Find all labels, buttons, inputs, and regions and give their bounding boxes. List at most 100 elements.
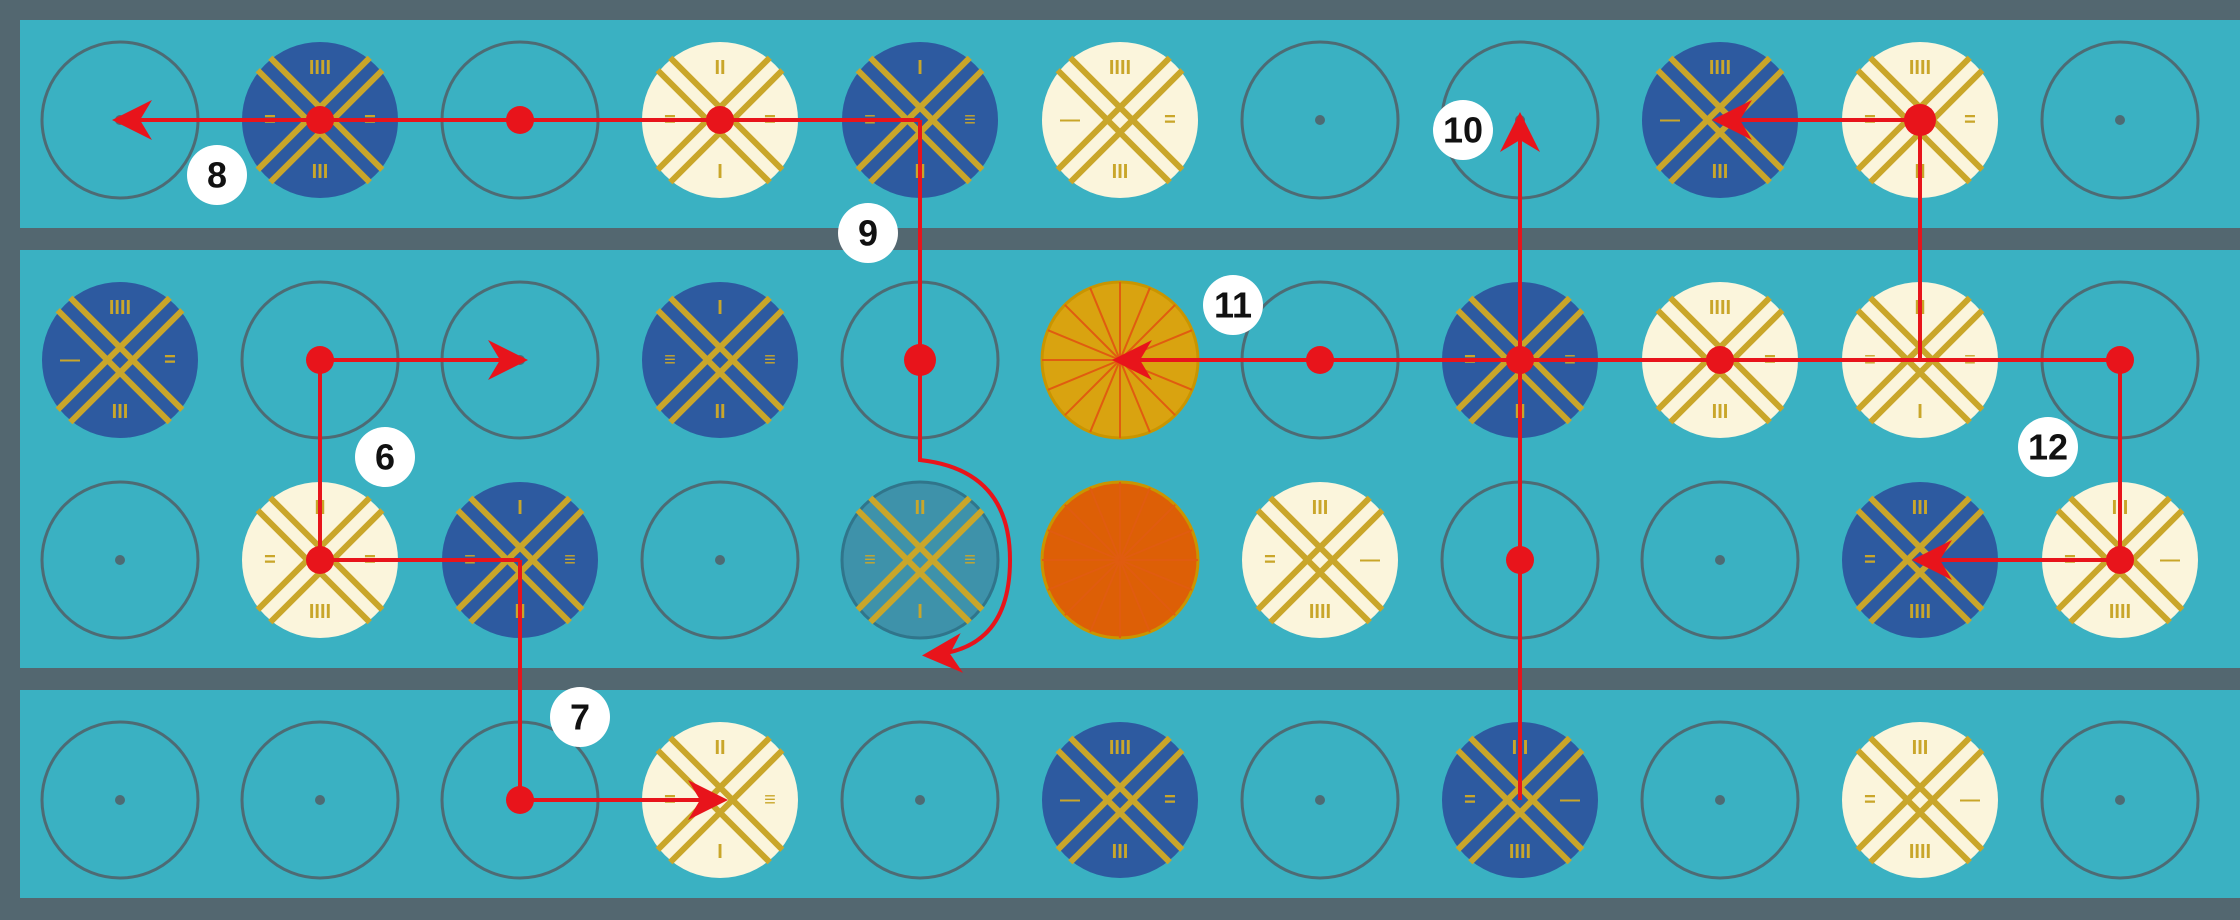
- piece-stripe: [1468, 735, 1585, 852]
- move-label-badge: [550, 687, 610, 747]
- board-cell-0-10[interactable]: [2040, 40, 2200, 200]
- piece-mark: IIII: [1509, 841, 1531, 863]
- piece-mark: III: [1312, 497, 1329, 519]
- sun-ray: [1047, 529, 1121, 561]
- sun-ray: [1089, 559, 1121, 633]
- sun-ray: [1064, 504, 1121, 561]
- board-cell-2-5[interactable]: [1040, 480, 1200, 640]
- piece-mark: —: [60, 349, 80, 371]
- piece-mark: II: [714, 401, 725, 423]
- piece-mark: —: [1060, 789, 1080, 811]
- slot-center-dot: [2115, 795, 2125, 805]
- path-node: [306, 546, 334, 574]
- piece-mark: ≡: [764, 789, 776, 811]
- piece-stripe: [1468, 748, 1585, 865]
- piece-stripe: [1868, 748, 1985, 865]
- path-node: [706, 106, 734, 134]
- move-label-text: 9: [858, 213, 878, 254]
- board-cell-2-0[interactable]: [40, 480, 200, 640]
- board-cell-0-6[interactable]: [1240, 40, 1400, 200]
- slot-center-dot: [1715, 555, 1725, 565]
- piece-mark: III: [1912, 737, 1929, 759]
- piece-stripe: [855, 508, 972, 625]
- blue-piece: [642, 282, 798, 438]
- piece-stripe: [855, 495, 972, 612]
- board-cell-3-9[interactable]: III—IIII=: [1842, 722, 1998, 878]
- board-cell-2-4[interactable]: II≡I≡: [840, 480, 1000, 640]
- piece-mark: IIII: [1709, 297, 1731, 319]
- empty-slot: [2040, 40, 2200, 200]
- board-cell-3-0[interactable]: [40, 720, 200, 880]
- piece-mark: III: [312, 161, 329, 183]
- piece-mark: II: [914, 497, 925, 519]
- piece-stripe: [68, 295, 185, 412]
- piece-mark: =: [1864, 549, 1876, 571]
- board-cell-2-3[interactable]: [640, 480, 800, 640]
- sun-ray: [1064, 304, 1121, 361]
- piece-mark: III: [1712, 401, 1729, 423]
- piece-stripe: [468, 508, 585, 625]
- piece-mark: IIII: [1909, 57, 1931, 79]
- empty-slot: [2040, 720, 2200, 880]
- board-cell-2-6[interactable]: III—IIII=: [1242, 482, 1398, 638]
- board-cell-0-5[interactable]: IIII=III—: [1042, 42, 1198, 198]
- piece-stripe: [1855, 735, 1972, 852]
- move-label-text: 7: [570, 697, 590, 738]
- move-label-text: 6: [375, 437, 395, 478]
- piece-mark: —: [1560, 789, 1580, 811]
- path-node: [1306, 346, 1334, 374]
- piece-stripe: [1855, 748, 1972, 865]
- piece-stripe: [1055, 68, 1172, 185]
- piece-stripe: [68, 308, 185, 425]
- empty-slot: [40, 480, 200, 640]
- piece-stripe: [1255, 508, 1372, 625]
- sun-ray: [1064, 559, 1121, 616]
- board-cell-3-10[interactable]: [2040, 720, 2200, 880]
- piece-mark: III: [112, 401, 129, 423]
- board-cell-1-3[interactable]: I≡II≡: [642, 282, 798, 438]
- piece-stripe: [1268, 495, 1385, 612]
- board-cell-3-4[interactable]: [840, 720, 1000, 880]
- piece-mark: IIII: [309, 601, 331, 623]
- piece-stripe: [1268, 508, 1385, 625]
- arrows-layer: [112, 100, 2134, 820]
- piece-stripe: [668, 295, 785, 412]
- piece-mark: II: [714, 57, 725, 79]
- piece-mark: —: [1660, 109, 1680, 131]
- slot-center-dot: [715, 555, 725, 565]
- piece-mark: =: [1164, 789, 1176, 811]
- path-node: [506, 786, 534, 814]
- board-cell-3-8[interactable]: [1640, 720, 1800, 880]
- piece-stripe: [1455, 748, 1572, 865]
- piece-mark: IIII: [1909, 601, 1931, 623]
- slot-center-dot: [1315, 115, 1325, 125]
- move-label-badge: [838, 203, 898, 263]
- piece-mark: IIII: [1309, 601, 1331, 623]
- piece-stripe: [455, 508, 572, 625]
- move-label-text: 11: [1214, 285, 1252, 326]
- board-cell-3-1[interactable]: [240, 720, 400, 880]
- move-label-badge: [355, 427, 415, 487]
- piece-mark: III: [1712, 161, 1729, 183]
- cream-piece: [1242, 482, 1398, 638]
- board-cell-3-5[interactable]: IIII=III—: [1042, 722, 1198, 878]
- path-node: [1506, 546, 1534, 574]
- piece-mark: IIII: [109, 297, 131, 319]
- board-cell-3-6[interactable]: [1240, 720, 1400, 880]
- piece-mark: III: [1112, 161, 1129, 183]
- sun-ray: [1119, 559, 1193, 591]
- board-cell-1-0[interactable]: IIII=III—: [42, 282, 198, 438]
- empty-slot: [640, 480, 800, 640]
- board-cell-2-8[interactable]: [1640, 480, 1800, 640]
- piece-mark: ≡: [964, 109, 976, 131]
- piece-stripe: [1855, 308, 1972, 425]
- piece-mark: =: [1164, 109, 1176, 131]
- move-label-text: 8: [207, 155, 227, 196]
- piece-stripe: [1068, 735, 1185, 852]
- piece-stripe: [1068, 55, 1185, 172]
- piece-mark: IIII: [1109, 737, 1131, 759]
- piece-mark: IIII: [2109, 601, 2131, 623]
- ghost-piece: [840, 480, 1000, 640]
- piece-mark: ≡: [664, 349, 676, 371]
- piece-stripe: [1868, 295, 1985, 412]
